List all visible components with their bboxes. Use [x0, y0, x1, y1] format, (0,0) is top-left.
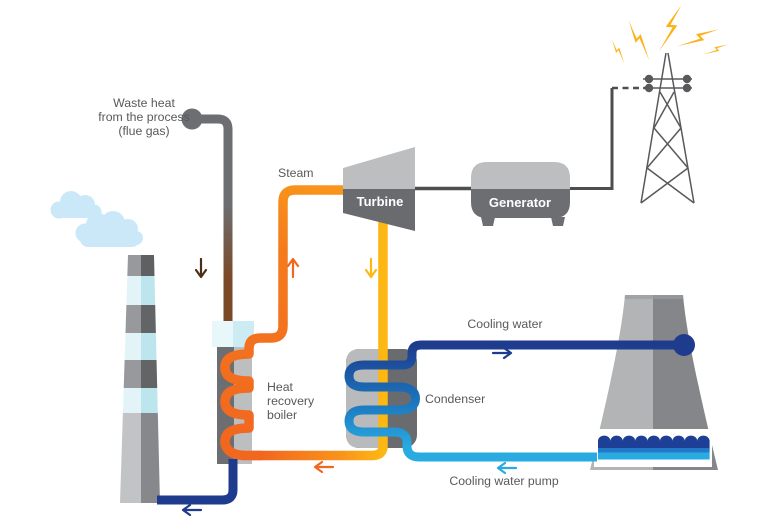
arrow-flue-gas-down-icon: [194, 257, 208, 279]
cooling-tower-water: [594, 429, 712, 467]
insulator-dots: [644, 74, 692, 93]
arrow-exhaust-down-icon: [364, 257, 378, 279]
boiler-line1: Heat: [267, 380, 294, 394]
cooling-water-outlet-cap: [673, 334, 695, 356]
generator-label: Generator: [489, 195, 551, 210]
lightning-bolts-icon: [605, 3, 729, 64]
waste-heat-line2: from the process: [98, 110, 190, 124]
turbine-label: Turbine: [357, 194, 404, 209]
arrow-cooling-return-left-icon: [496, 461, 518, 475]
turbine: Turbine: [343, 147, 415, 231]
steam-label: Steam: [278, 166, 314, 180]
flue-gas-out-pipe: [157, 459, 238, 505]
boiler-line2: recovery: [267, 394, 315, 408]
condenser-label: Condenser: [425, 392, 485, 406]
smoke-cloud-small: [50, 191, 102, 220]
steam-pipe-and-boiler-coil: [220, 185, 345, 461]
boiler-line3: boiler: [267, 408, 297, 422]
cooling-water-label: Cooling water: [467, 317, 542, 331]
exhaust-steam-condensate-pipe: [252, 216, 388, 461]
waste-heat-line1: Waste heat: [113, 96, 175, 110]
smoke-cloud-large: [75, 211, 143, 247]
waste-heat-line3: (flue gas): [118, 124, 169, 138]
boiler-label: Heat recovery boiler: [267, 380, 315, 422]
generator-power-wire: [568, 88, 614, 190]
arrow-condensate-left-icon: [313, 460, 335, 474]
arrow-flue-out-left-icon: [181, 503, 203, 517]
waste-heat-label: Waste heat from the process (flue gas): [98, 96, 190, 138]
power-line-tower: [640, 52, 695, 204]
arrow-steam-up-icon: [286, 257, 300, 279]
chimney: [120, 255, 160, 503]
cooling-tower: [590, 295, 718, 470]
generator: Generator: [471, 162, 570, 226]
cooling-water-pump-label: Cooling water pump: [449, 474, 559, 488]
arrow-cooling-water-right-icon: [491, 346, 513, 360]
condenser-coil-and-cooling-pipes: [344, 340, 684, 462]
flue-gas-pipe: [192, 114, 233, 322]
